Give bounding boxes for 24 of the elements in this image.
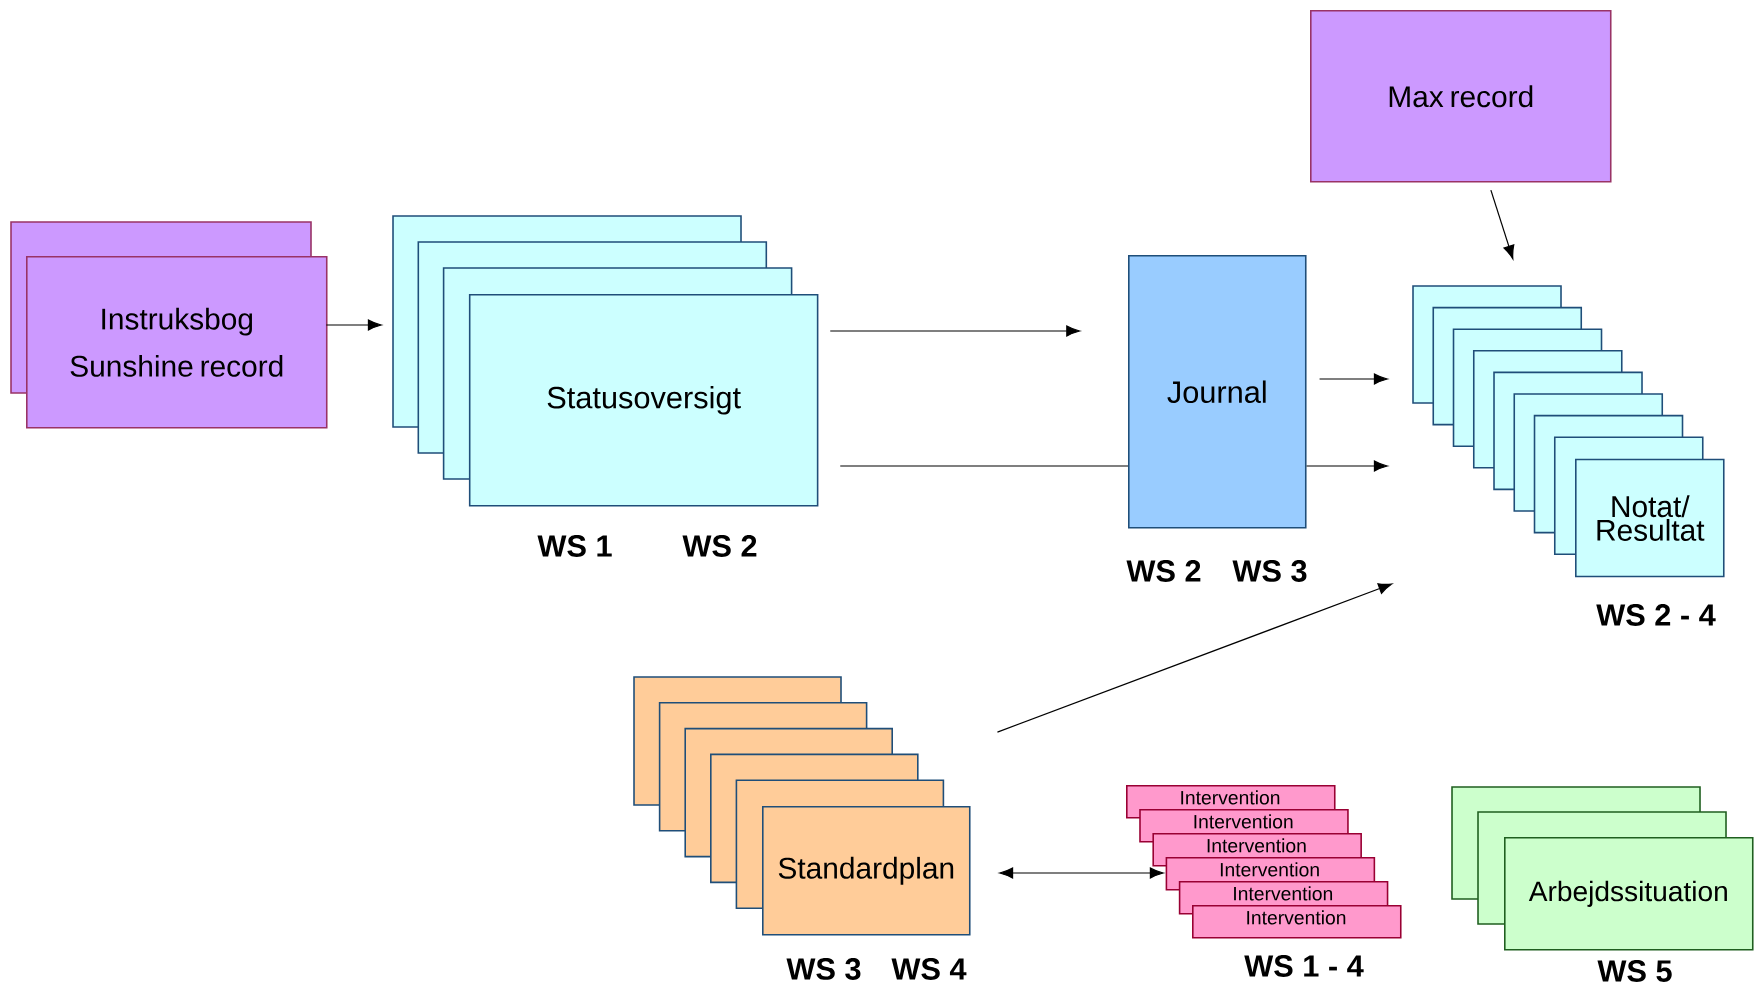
- workstation-label: WS 1 - 4: [1244, 955, 1364, 977]
- arrow: [829, 325, 1081, 337]
- workstation-label: WS 2 - 4: [1596, 604, 1716, 626]
- workstation-label: WS 3: [786, 958, 861, 980]
- workstation-label: WS 5: [1597, 960, 1672, 982]
- intervention-card: Intervention: [1192, 905, 1402, 939]
- stacked-cards: Arbejdssituation: [1451, 786, 1754, 951]
- stacked-cards: Notat/ Resultat: [1412, 285, 1725, 578]
- arrow: [1490, 189, 1515, 260]
- workstation-label: WS 4: [891, 958, 967, 980]
- stacked-cards: Instruksbog Sunshine record: [10, 221, 328, 429]
- arrow: [1318, 373, 1388, 385]
- process-box: Journal: [1128, 255, 1307, 529]
- arrow: [999, 867, 1164, 879]
- workstation-label: WS 2: [1126, 560, 1201, 582]
- arrow: [996, 583, 1393, 733]
- arrow: [1305, 460, 1388, 472]
- workstation-label: WS 1: [537, 535, 612, 557]
- process-box: Max record: [1310, 10, 1612, 183]
- stacked-cards: Standardplan: [633, 676, 971, 936]
- workstation-label: WS 3: [1232, 560, 1307, 582]
- workstation-label: WS 2: [682, 535, 757, 557]
- stacked-cards: Statusoversigt: [392, 215, 819, 507]
- arrow: [325, 319, 382, 331]
